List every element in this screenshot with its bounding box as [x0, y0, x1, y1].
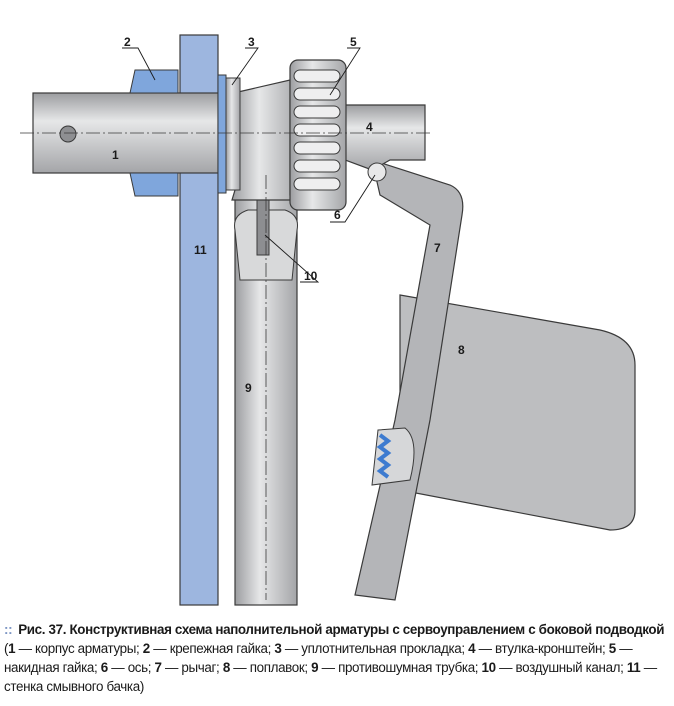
- legend-number: 5: [608, 641, 616, 656]
- legend-item: 9 — противошумная трубка;: [311, 660, 479, 675]
- legend-item: 10 — воздушный канал;: [481, 660, 624, 675]
- legend-number: 8: [222, 660, 230, 675]
- label-9: 9: [245, 381, 252, 395]
- lever: [354, 159, 464, 601]
- legend-text: рычаг;: [181, 660, 220, 675]
- legend-number: 10: [481, 660, 497, 675]
- label-5: 5: [350, 35, 357, 49]
- caption-legend: 1 — корпус арматуры; 2 — крепежная гайка…: [4, 641, 657, 694]
- legend-text: накидная гайка;: [4, 660, 98, 675]
- label-1: 1: [112, 148, 119, 162]
- float: [399, 294, 636, 531]
- legend-item: 1 — корпус арматуры;: [8, 641, 140, 656]
- caption-heading: Конструктивная схема наполнительной арма…: [69, 622, 665, 637]
- legend-number: 1: [8, 641, 16, 656]
- filling-valve-diagram: 2 3 5 4 1 6 7 11 10 8 9: [20, 34, 636, 606]
- legend-text: корпус арматуры;: [35, 641, 140, 656]
- legend-item: 6 — ось;: [100, 660, 152, 675]
- legend-item: 8 — поплавок;: [222, 660, 308, 675]
- label-3: 3: [248, 35, 255, 49]
- legend-number: 11: [626, 660, 641, 675]
- gasket: [217, 74, 227, 194]
- legend-number: 4: [468, 641, 476, 656]
- legend-text: крепежная гайка;: [169, 641, 272, 656]
- legend-item: 3 — уплотнительная прокладка;: [274, 641, 465, 656]
- legend-number: 6: [100, 660, 108, 675]
- label-4: 4: [366, 120, 373, 134]
- legend-text: ось;: [127, 660, 152, 675]
- legend-text: уплотнительная прокладка;: [301, 641, 465, 656]
- caption-marker: ::: [4, 622, 13, 637]
- label-7: 7: [434, 241, 441, 255]
- label-2: 2: [124, 35, 131, 49]
- legend-number: 7: [154, 660, 162, 675]
- legend-text: втулка-кронштейн;: [495, 641, 606, 656]
- legend-text: стенка смывного бачка): [4, 679, 144, 694]
- legend-number: 9: [311, 660, 319, 675]
- legend-item: 2 — крепежная гайка;: [142, 641, 272, 656]
- legend-number: 2: [142, 641, 150, 656]
- caption-title: Рис. 37.: [18, 622, 67, 637]
- label-8: 8: [458, 343, 465, 357]
- fixing-nut: [129, 69, 179, 197]
- figure-caption: ::Рис. 37. Конструктивная схема наполнит…: [4, 622, 665, 694]
- legend-text: противошумная трубка;: [338, 660, 479, 675]
- label-10: 10: [304, 269, 318, 283]
- inlet-hole: [59, 125, 77, 143]
- legend-item: 11 — стенка смывного бачка): [4, 660, 657, 694]
- legend-text: поплавок;: [249, 660, 308, 675]
- legend-item: 5 — накидная гайка;: [4, 641, 633, 675]
- label-6: 6: [334, 208, 341, 222]
- legend-item: 4 — втулка-кронштейн;: [468, 641, 606, 656]
- lever-teeth: [376, 433, 392, 479]
- legend-number: 3: [274, 641, 282, 656]
- bracket-sleeve: [339, 104, 426, 171]
- legend-item: 7 — рычаг;: [154, 660, 220, 675]
- label-11: 11: [194, 243, 207, 257]
- lever-clip: [371, 427, 415, 486]
- axle: [367, 162, 387, 182]
- legend-text: воздушный канал;: [515, 660, 624, 675]
- air-channel: [256, 199, 270, 256]
